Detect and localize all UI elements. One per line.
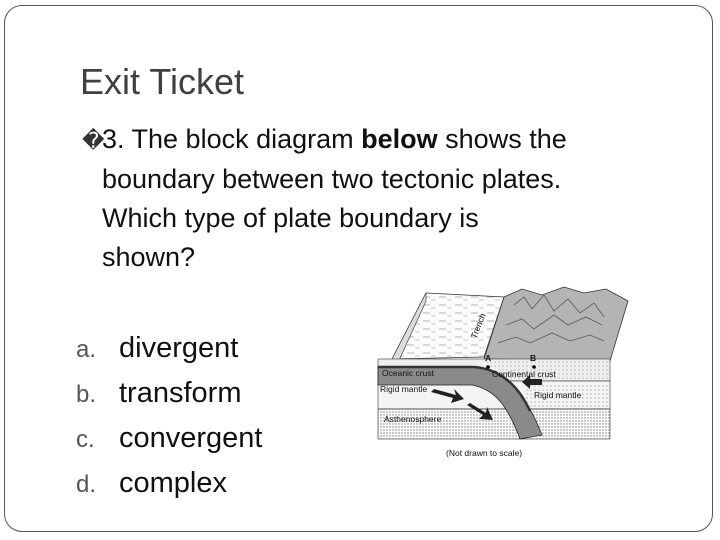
question-emphasis: below xyxy=(361,124,438,154)
label-b: B xyxy=(530,353,536,363)
question-line-2: boundary between two tectonic plates. xyxy=(102,164,562,194)
bullet-glyph: � xyxy=(82,128,105,153)
slide-title: Exit Ticket xyxy=(80,61,245,102)
motion-arrow-right xyxy=(467,403,493,420)
label-rigid-mantle-right: Rigid mantle xyxy=(534,390,582,400)
motion-arrow-continental xyxy=(522,375,542,389)
mountain-surface xyxy=(483,286,629,362)
label-rigid-mantle-left: Rigid mantle xyxy=(380,384,428,394)
option-letter: c. xyxy=(76,426,95,453)
label-continental-crust: Continental crust xyxy=(492,369,556,379)
asthenosphere-layer xyxy=(377,408,611,440)
option-letter: d. xyxy=(76,471,97,498)
option-text: convergent xyxy=(119,422,263,454)
point-b-marker xyxy=(532,365,536,369)
option-d: d. complex xyxy=(76,461,263,506)
option-text: complex xyxy=(119,467,227,499)
question-line-1-end: shows the xyxy=(437,124,567,154)
question-number-text: 3. The block diagram xyxy=(102,124,362,154)
answer-options: a. divergent b. transform c. convergent d. c… xyxy=(76,326,263,506)
label-a: A xyxy=(485,353,491,363)
point-a-marker xyxy=(486,365,490,369)
label-oceanic-crust: Oceanic crust xyxy=(382,368,435,378)
motion-arrow-left xyxy=(431,389,464,403)
diagram-caption: (Not drawn to scale) xyxy=(446,448,522,458)
option-c: c. convergent xyxy=(76,416,263,461)
option-a: a. divergent xyxy=(76,326,263,371)
plate-boundary-diagram: Trench A B Oceanic crust Continental cru… xyxy=(374,285,630,461)
block-diagram-svg: Trench A B Oceanic crust Continental cru… xyxy=(377,286,629,458)
option-text: transform xyxy=(119,377,242,409)
option-letter: b. xyxy=(76,381,97,408)
option-text: divergent xyxy=(119,332,239,364)
question-line-1: �3. The block diagram below shows the xyxy=(82,120,682,160)
question-text: �3. The block diagram below shows the bo… xyxy=(82,120,682,277)
question-line-3: Which type of plate boundary is xyxy=(102,203,479,233)
label-asthenosphere: Asthenosphere xyxy=(384,414,441,424)
question-line-4: shown? xyxy=(102,242,196,272)
option-b: b. transform xyxy=(76,371,263,416)
option-letter: a. xyxy=(76,336,97,363)
slide-frame xyxy=(4,5,713,532)
